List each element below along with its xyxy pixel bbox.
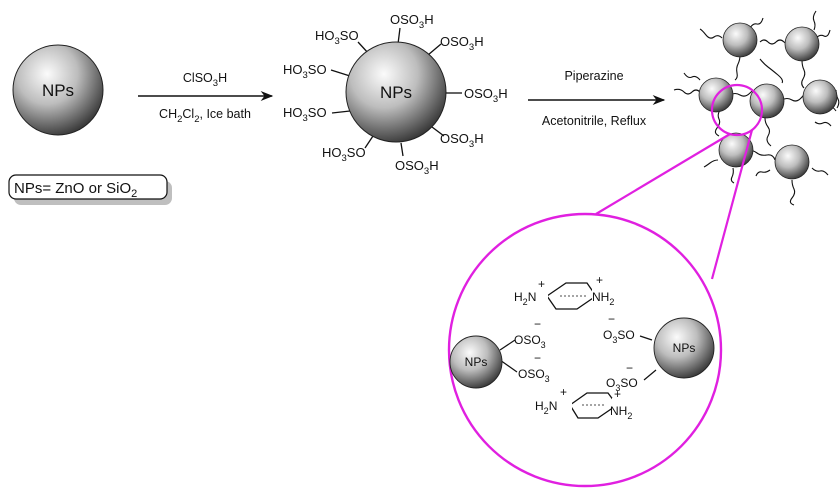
np-label: NPs	[465, 355, 488, 369]
np-network-5	[802, 79, 838, 115]
np-zoom-right	[653, 317, 715, 379]
piperazinium-h2n: H2N	[514, 290, 536, 307]
legend-box: NPs= ZnO or SiO2	[8, 174, 172, 205]
charge-minus: −	[608, 312, 615, 326]
step2-reagent: Piperazine	[564, 69, 623, 83]
np-network-7	[774, 144, 810, 180]
nanoparticle-sulfonated: NPs OSO3H HO3SO OSO3H HO3SO OSO3H HO3SO …	[283, 12, 508, 177]
np-network-4	[749, 83, 785, 119]
surface-bonds	[330, 27, 462, 157]
group-upper-right: OSO3H	[440, 34, 484, 53]
step2-conditions: Acetonitrile, Reflux	[542, 114, 647, 128]
piperazinium-top: H2N + NH2 +	[514, 273, 622, 310]
reaction-step-1: ClSO3H CH2Cl2, Ice bath	[138, 71, 274, 125]
charge-plus: +	[614, 387, 621, 401]
charge-minus: −	[626, 361, 633, 375]
zoom-right-group-2: O3SO	[606, 376, 638, 393]
zoom-line-left	[595, 133, 731, 215]
product-network	[673, 10, 840, 206]
piperazinium-h2n: H2N	[535, 399, 557, 416]
group-lower-right: OSO3H	[440, 131, 484, 150]
zoom-callout	[447, 83, 764, 488]
zoom-circle	[447, 212, 723, 488]
group-lower-left: HO3SO	[283, 105, 327, 124]
piperazinium-bottom: H2N + NH2 +	[535, 385, 642, 421]
np-label: NPs	[380, 83, 412, 102]
piperazinium-nh2: NH2	[610, 404, 632, 421]
group-upper-left: HO3SO	[315, 28, 359, 47]
zoom-line-right	[710, 129, 754, 280]
np-network-1	[722, 22, 758, 58]
step1-conditions: CH2Cl2, Ice bath	[159, 107, 251, 125]
legend-text: NPs= ZnO or SiO2	[14, 180, 137, 200]
zoom-left-group-1: OSO3	[514, 333, 546, 350]
reaction-step-2: Piperazine Acetonitrile, Reflux	[528, 69, 666, 128]
charge-plus: +	[596, 273, 603, 287]
zoom-right-group-1: O3SO	[603, 328, 635, 345]
group-mid-left: HO3SO	[283, 62, 327, 81]
step1-reagent: ClSO3H	[183, 71, 227, 89]
np-label: NPs	[42, 81, 74, 100]
charge-minus: −	[534, 351, 541, 365]
piperazinium-nh2: NH2	[592, 290, 614, 307]
charge-minus: −	[534, 317, 541, 331]
charge-plus: +	[538, 277, 545, 291]
zoom-contents: NPs OSO3 − OSO3 − NPs O3SO − O3SO − H2N …	[449, 273, 715, 421]
group-right: OSO3H	[464, 86, 508, 105]
np-label: NPs	[673, 341, 696, 355]
group-top: OSO3H	[390, 12, 434, 31]
np-zoom-left	[449, 335, 503, 389]
np-network-2	[784, 26, 820, 62]
zoom-source-circle	[710, 83, 764, 137]
group-bottom-left: HO3SO	[322, 145, 366, 164]
zoom-left-group-2: OSO3	[518, 367, 550, 384]
charge-plus: +	[560, 385, 567, 399]
nanoparticle-start: NPs	[12, 44, 104, 136]
group-bottom: OSO3H	[395, 158, 439, 177]
